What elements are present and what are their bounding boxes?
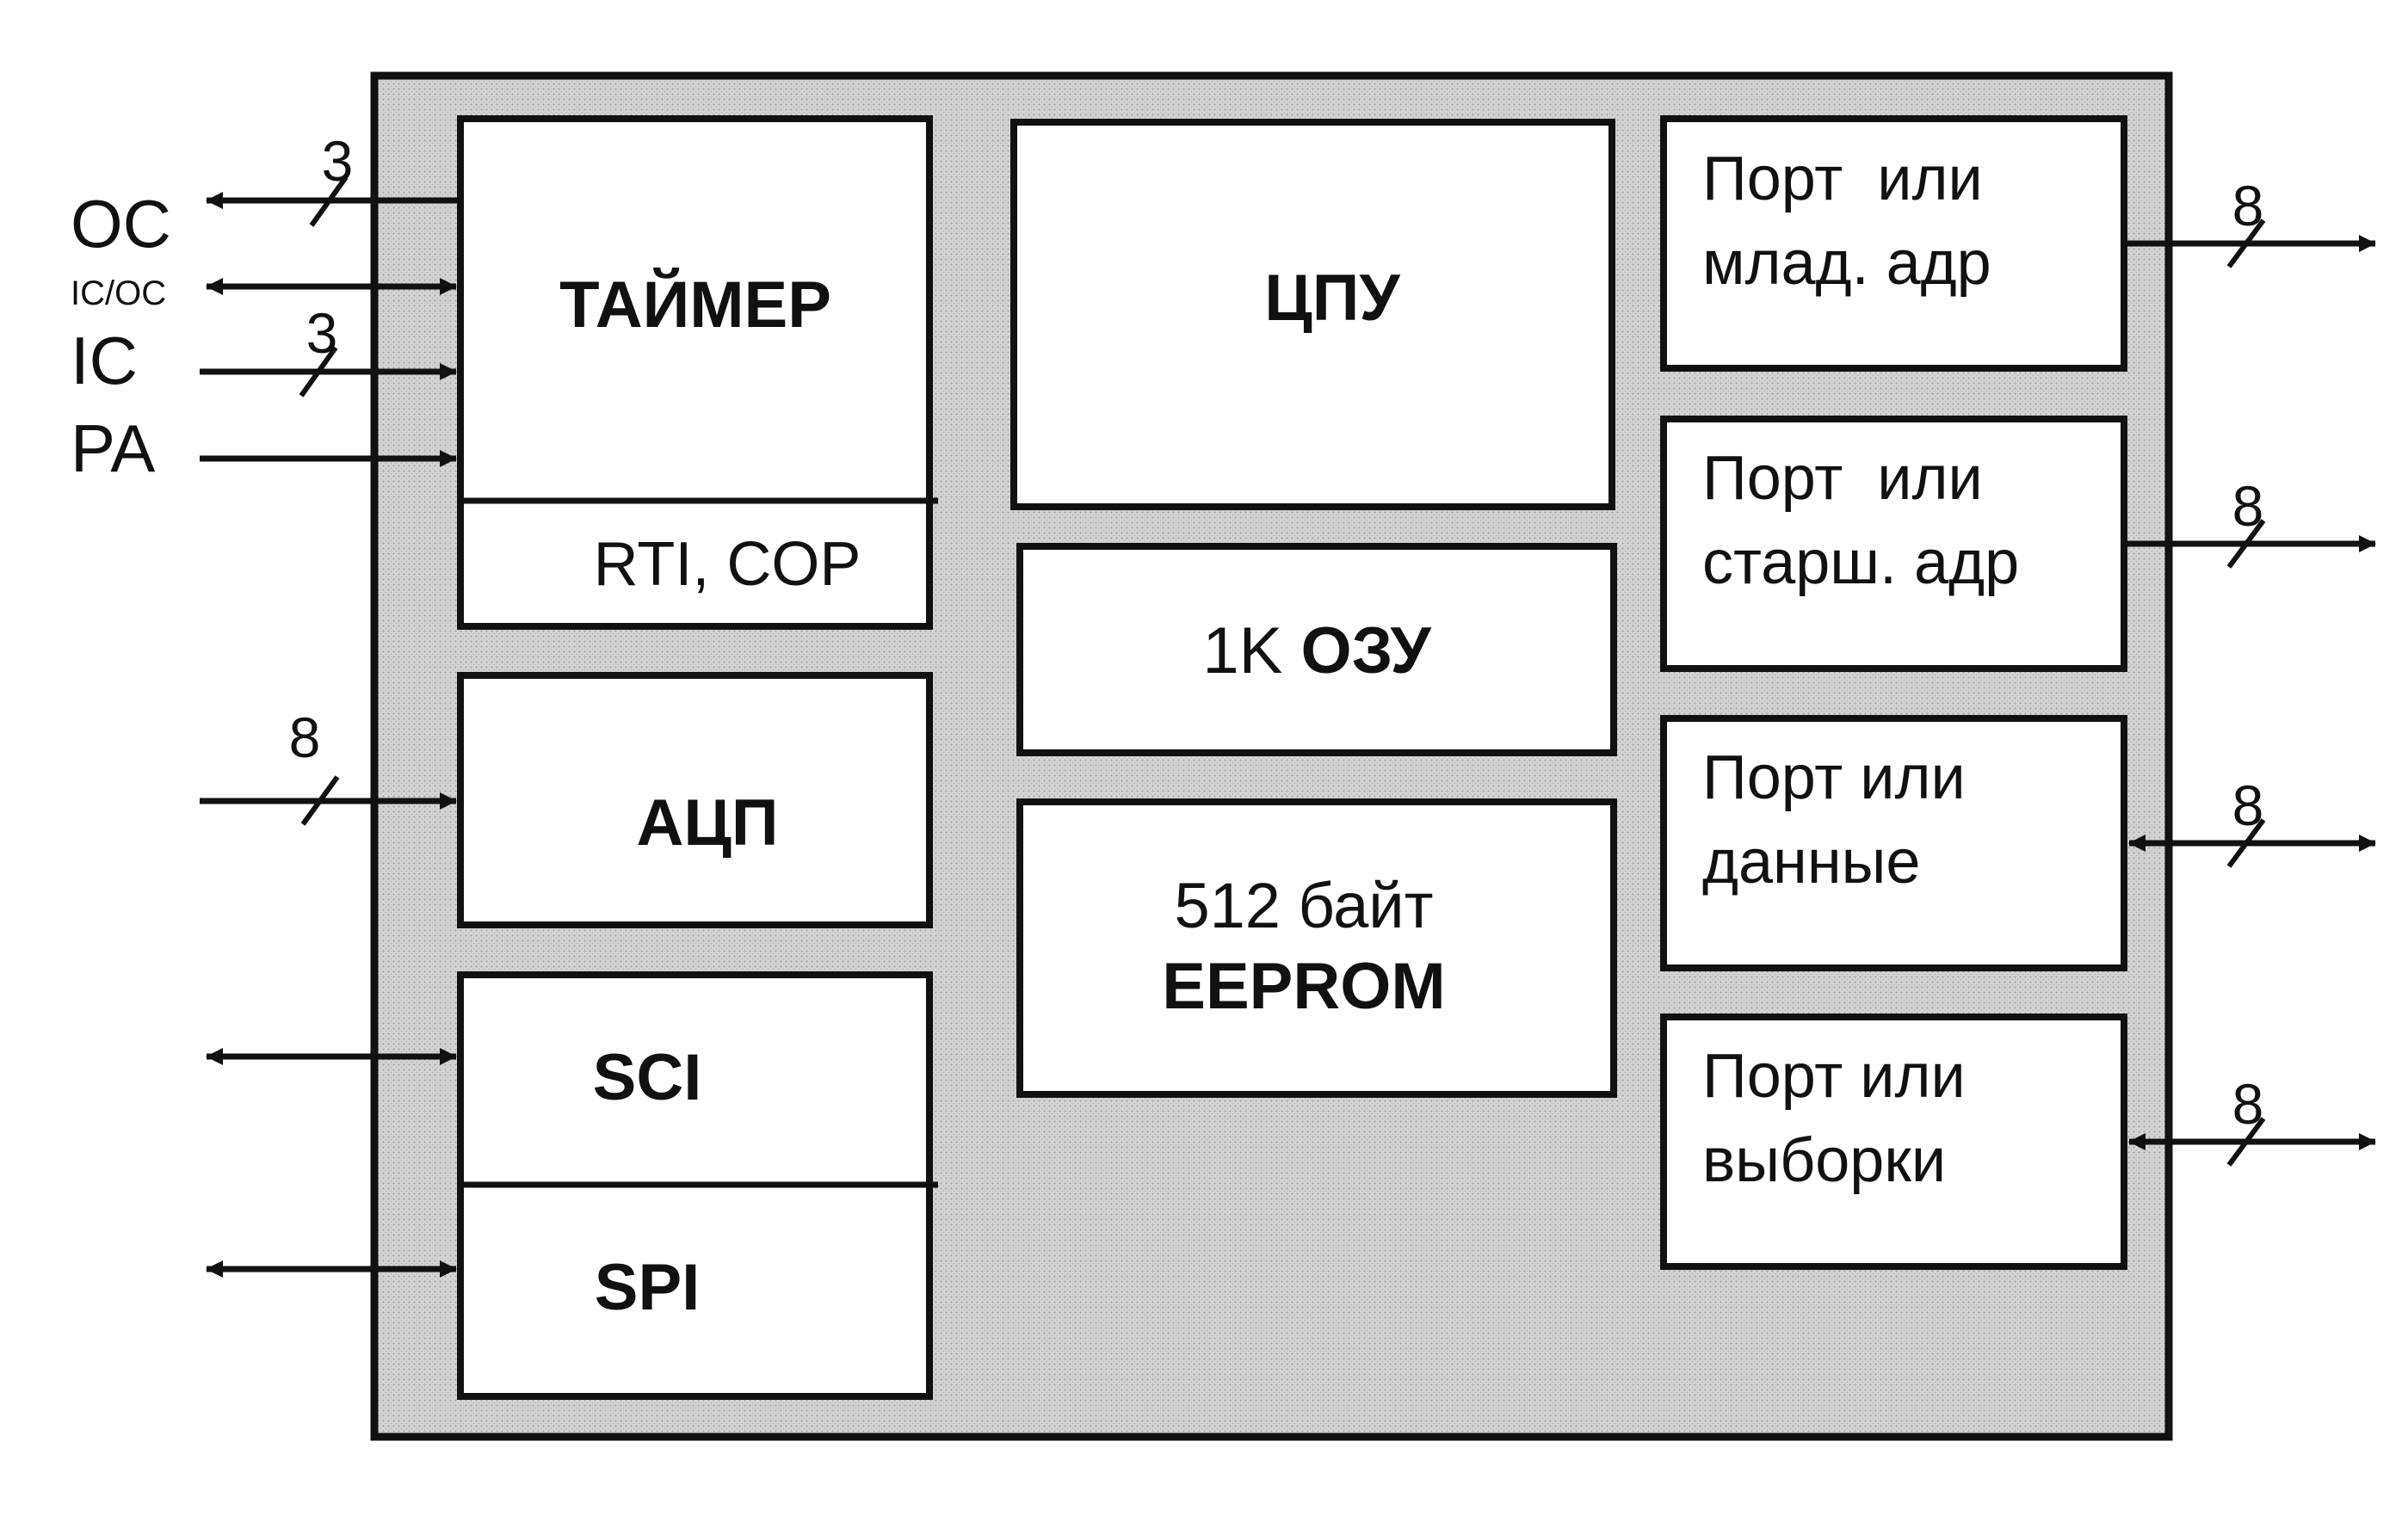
arrow-port-data-bidirectional: 8 (2128, 773, 2376, 868)
adc-block: АЦП (457, 672, 933, 928)
port-address-low-line1: Порт или (1702, 145, 1983, 213)
timer-title: ТАЙМЕР (559, 268, 831, 342)
port-address-high-line2: старш. адр (1702, 528, 2019, 597)
ram-size: 1K (1202, 614, 1282, 687)
bus-width-adc: 8 (289, 706, 321, 769)
arrow-ic-input: 3 (200, 301, 457, 397)
signal-ic-label: IC (71, 323, 138, 398)
ram-name: ОЗУ (1300, 614, 1431, 687)
spi-title: SPI (595, 1251, 701, 1324)
port-select-line2: выборки (1702, 1126, 1946, 1195)
bus-width-port-address-high: 8 (2232, 474, 2264, 538)
bus-width-ic: 3 (306, 301, 338, 365)
port-select-block: Порт или выборки (1660, 1014, 2127, 1270)
cpu-block: ЦПУ (1010, 119, 1615, 510)
arrow-oc-output: 3 (206, 129, 460, 227)
arrow-port-select-bidirectional: 8 (2128, 1072, 2376, 1167)
port-address-low-line2: млад. адр (1702, 229, 1991, 298)
ram-block: 1K ОЗУ (1016, 543, 1617, 756)
eeprom-name: EEPROM (1162, 950, 1445, 1023)
port-data-line1: Порт или (1702, 743, 1966, 812)
port-address-high-block: Порт или старш. адр (1660, 416, 2127, 672)
signal-ic-oc-label: IC/OC (71, 274, 166, 312)
port-address-high-line1: Порт или (1702, 444, 1983, 513)
sci-spi-block: SCI SPI (457, 971, 938, 1400)
signal-pa-label: PA (71, 410, 155, 486)
bus-width-port-select: 8 (2232, 1072, 2264, 1136)
timer-sub-label: RTI, COP (594, 530, 861, 599)
arrow-adc-input: 8 (200, 706, 457, 826)
adc-title: АЦП (636, 786, 778, 860)
signal-oc-label: OC (71, 186, 171, 262)
cpu-title: ЦПУ (1264, 262, 1400, 335)
bus-width-port-address-low: 8 (2232, 174, 2264, 237)
port-data-block: Порт или данные (1660, 715, 2127, 971)
sci-title: SCI (593, 1041, 702, 1114)
port-data-line2: данные (1702, 828, 1920, 897)
bus-width-oc: 3 (322, 129, 354, 193)
ram-label: 1K ОЗУ (1202, 614, 1431, 687)
arrow-port-address-low-output: 8 (2124, 174, 2376, 268)
port-select-line1: Порт или (1702, 1042, 1966, 1111)
arrow-port-address-high-output: 8 (2124, 474, 2376, 569)
port-address-low-block: Порт или млад. адр (1660, 115, 2127, 372)
eeprom-size: 512 байт (1174, 870, 1433, 941)
eeprom-block: 512 байт EEPROM (1016, 798, 1617, 1098)
timer-block: ТАЙМЕР RTI, COP (457, 115, 938, 630)
bus-width-port-data: 8 (2232, 773, 2264, 837)
